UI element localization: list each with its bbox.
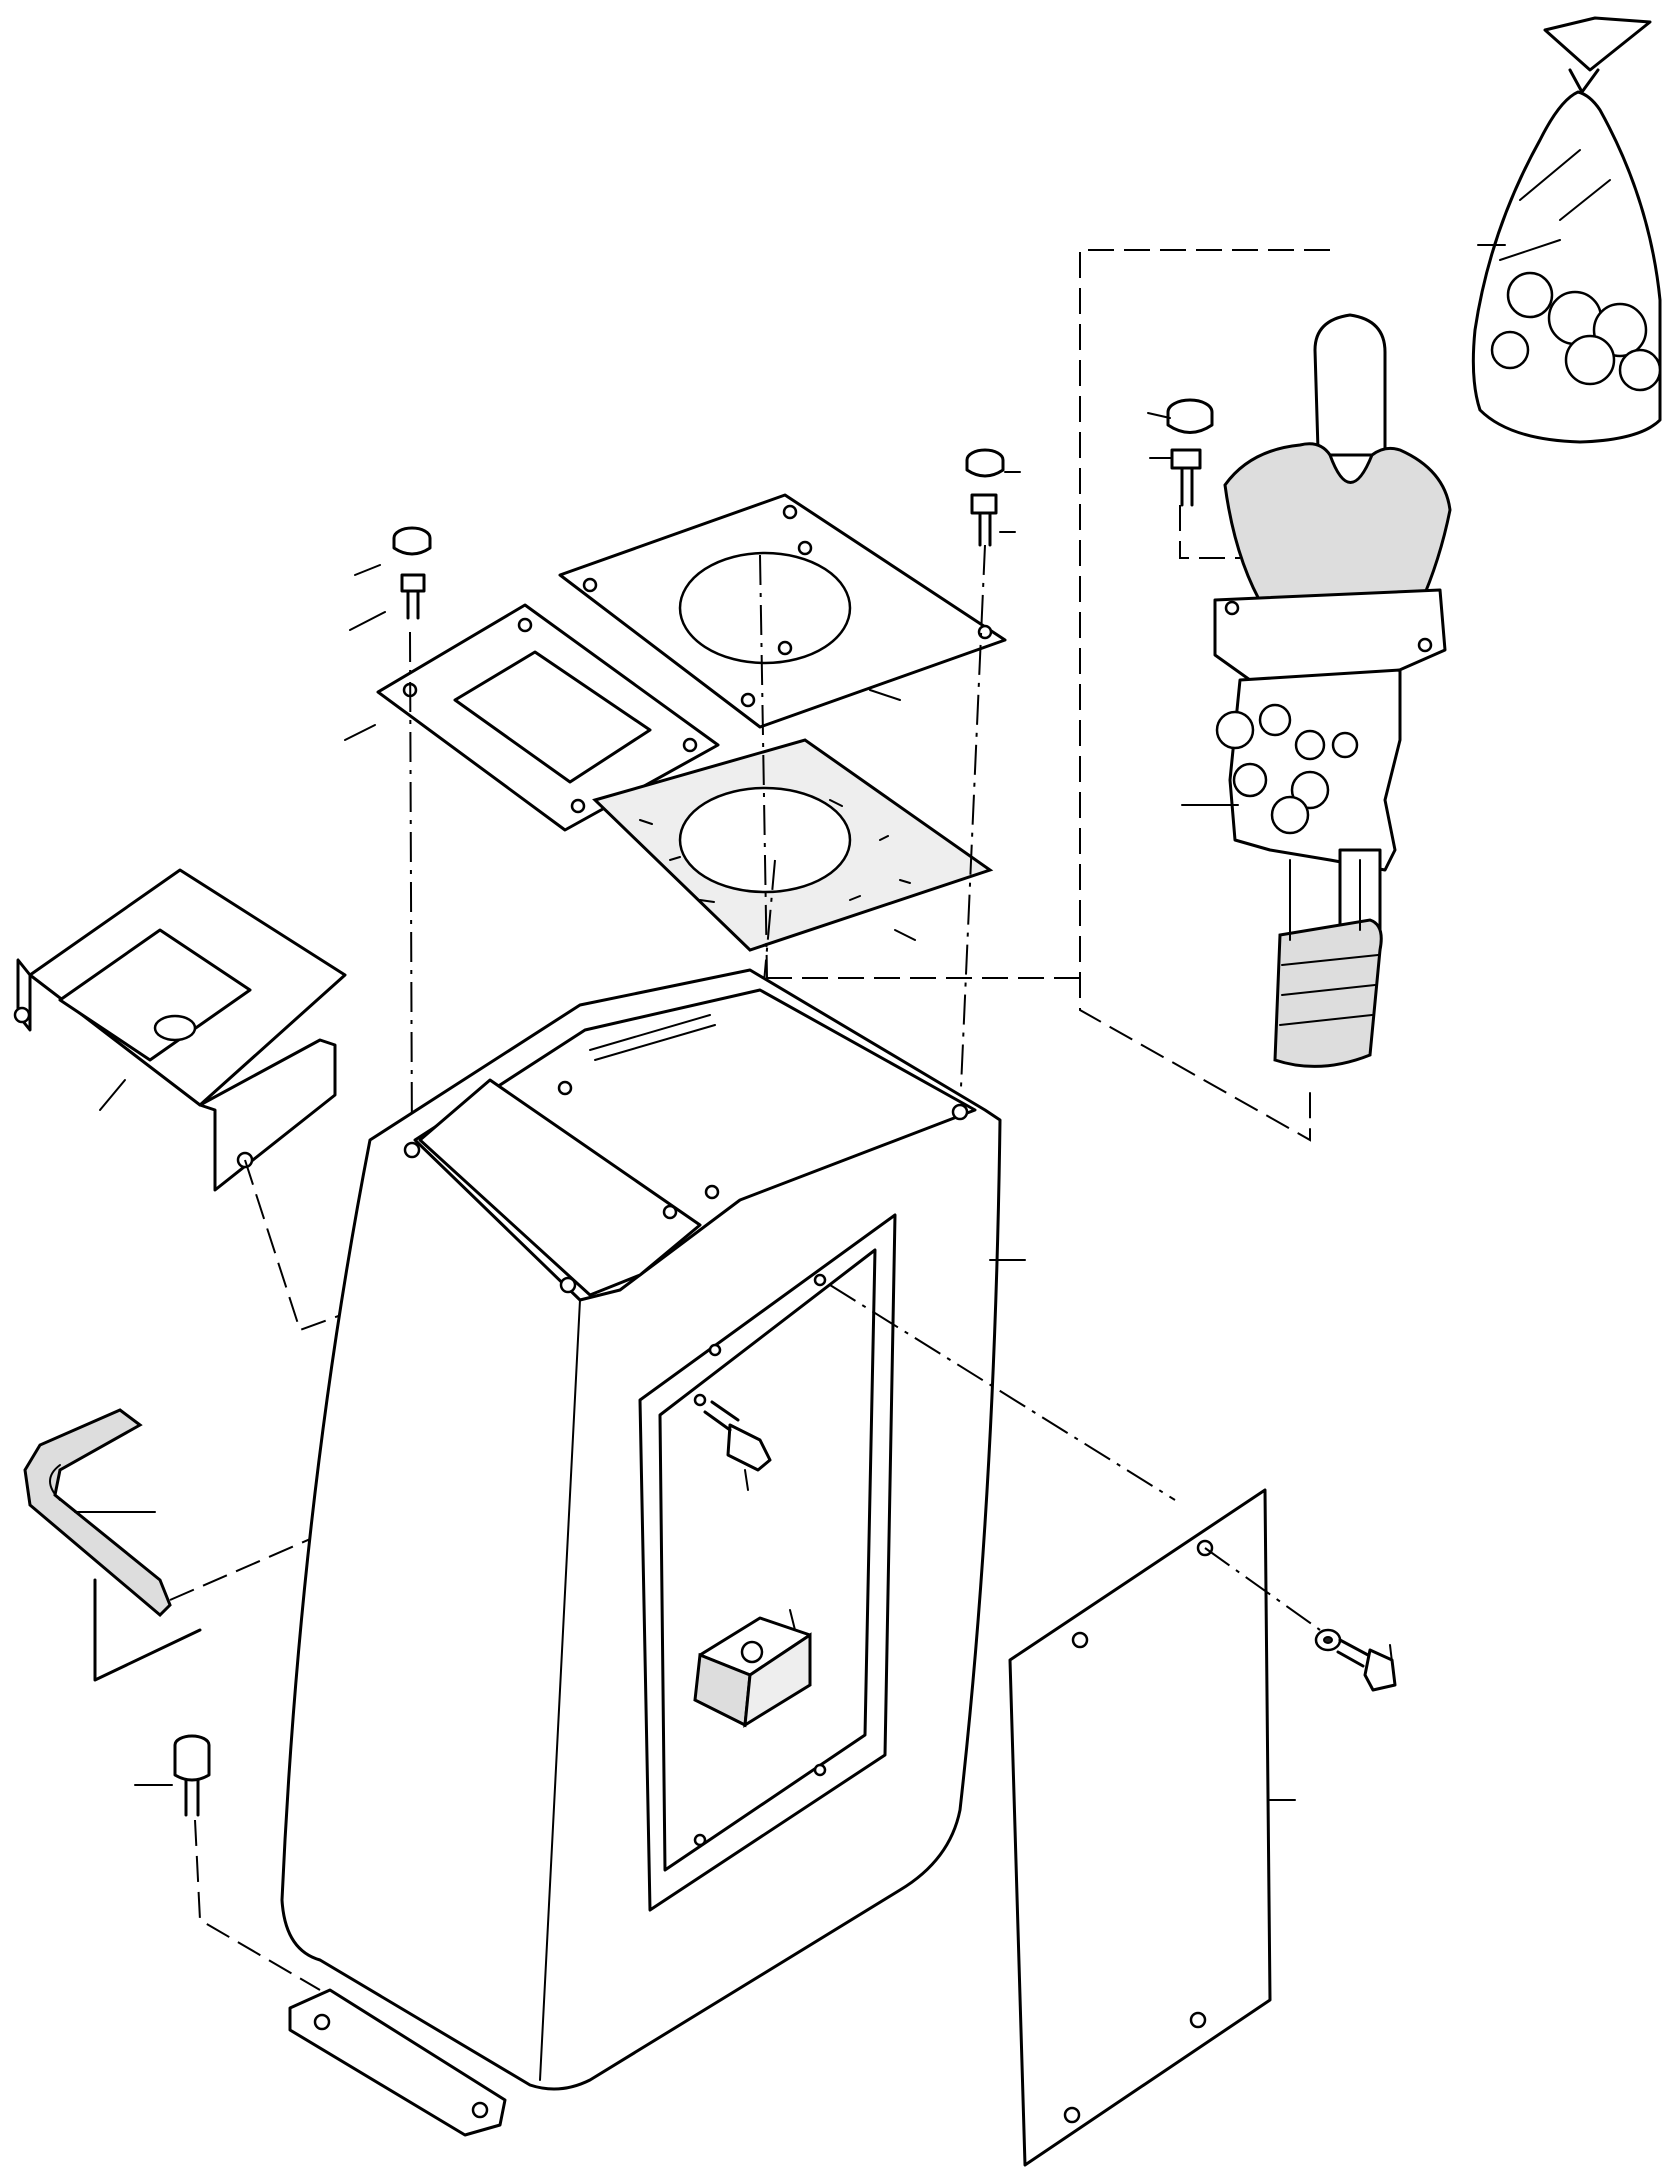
console-housing-icon [134, 968, 1026, 2137]
cap-screws-and-plugs-icon [349, 448, 1021, 631]
top-plate-rect-opening-icon [344, 603, 720, 832]
parts-bag-icon [1471, 16, 1662, 444]
switch-bracket-icon [13, 868, 521, 1332]
gasket-round-opening-icon [592, 738, 994, 952]
edge-trim-seal-icon [23, 1199, 521, 1682]
foam-block-icon [693, 1609, 812, 1728]
access-cover-panel-icon [829, 1284, 1397, 2167]
joystick-control-valve-icon [735, 249, 1452, 1142]
top-plate-round-opening-icon [558, 493, 1007, 729]
